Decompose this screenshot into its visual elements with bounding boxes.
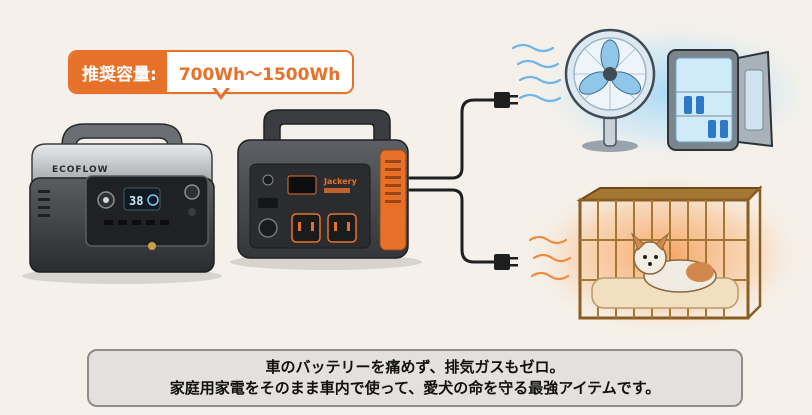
- capacity-label: 推奨容量:: [70, 52, 167, 92]
- plug-icon: [494, 92, 518, 270]
- capacity-value: 700Wh〜1500Wh: [178, 64, 341, 85]
- ecoflow-display-value: 38: [129, 194, 143, 208]
- jackery-brand-label: Jackery: [323, 177, 358, 186]
- dog-cage-icon: [576, 184, 763, 320]
- cool-wind-icon: [511, 43, 562, 103]
- mini-fridge-icon: [667, 49, 774, 151]
- caption-line-2: 家庭用家電をそのまま車内で使って、愛犬の命を守る最強アイテムです。: [169, 379, 661, 397]
- heat-wave-icon: [528, 235, 572, 281]
- caption-box: 車のバッテリーを痛めず、排気ガスもゼロ。 家庭用家電をそのまま車内で使って、愛犬…: [87, 349, 743, 407]
- caption-line-1: 車のバッテリーを痛めず、排気ガスもゼロ。: [265, 358, 565, 376]
- jackery-power-station: Jackery: [230, 109, 422, 270]
- power-cable: [408, 98, 498, 264]
- ecoflow-power-station: 38 ECOFLOW: [22, 123, 222, 284]
- fan-icon: [564, 28, 656, 152]
- callout-tail-inner: [215, 87, 227, 95]
- ecoflow-brand-label: ECOFLOW: [52, 165, 109, 175]
- capacity-callout: 推奨容量: 700Wh〜1500Wh: [68, 50, 355, 94]
